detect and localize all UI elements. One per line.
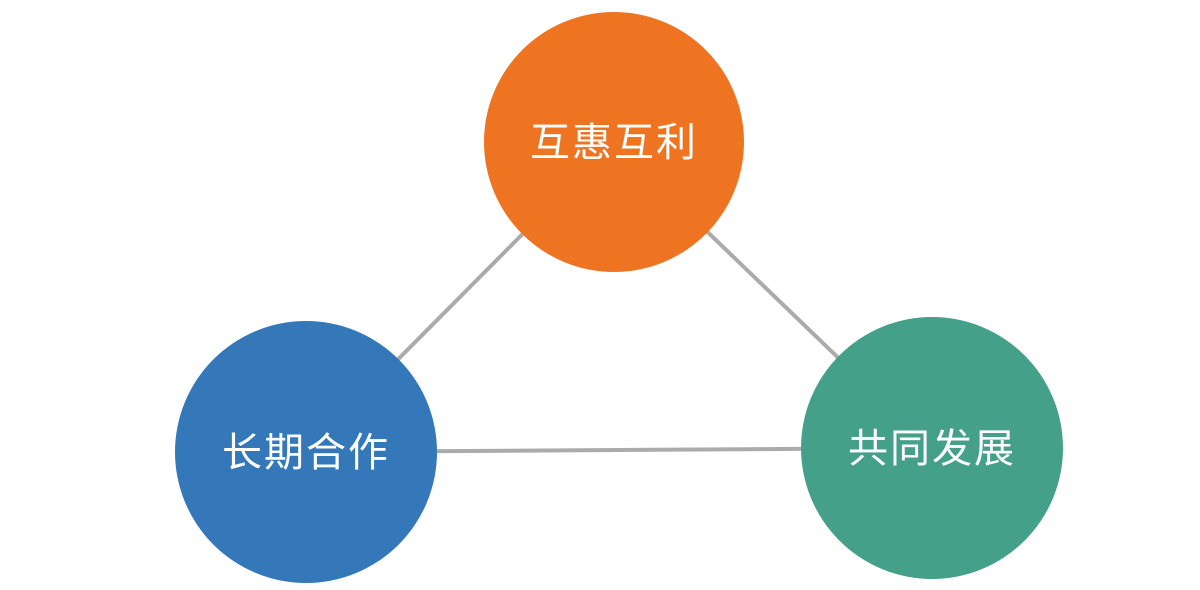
diagram-nodes: 互惠互利 长期合作 共同发展 (175, 12, 1063, 583)
node-top: 互惠互利 (484, 12, 744, 272)
node-top-label: 互惠互利 (530, 121, 698, 165)
node-bottom-right: 共同发展 (801, 317, 1063, 579)
node-bottom-right-label: 共同发展 (848, 427, 1016, 471)
node-top-circle (484, 12, 744, 272)
node-bottom-left-circle (175, 321, 437, 583)
node-bottom-left: 长期合作 (175, 321, 437, 583)
node-bottom-right-circle (801, 317, 1063, 579)
node-bottom-left-label: 长期合作 (222, 431, 390, 475)
